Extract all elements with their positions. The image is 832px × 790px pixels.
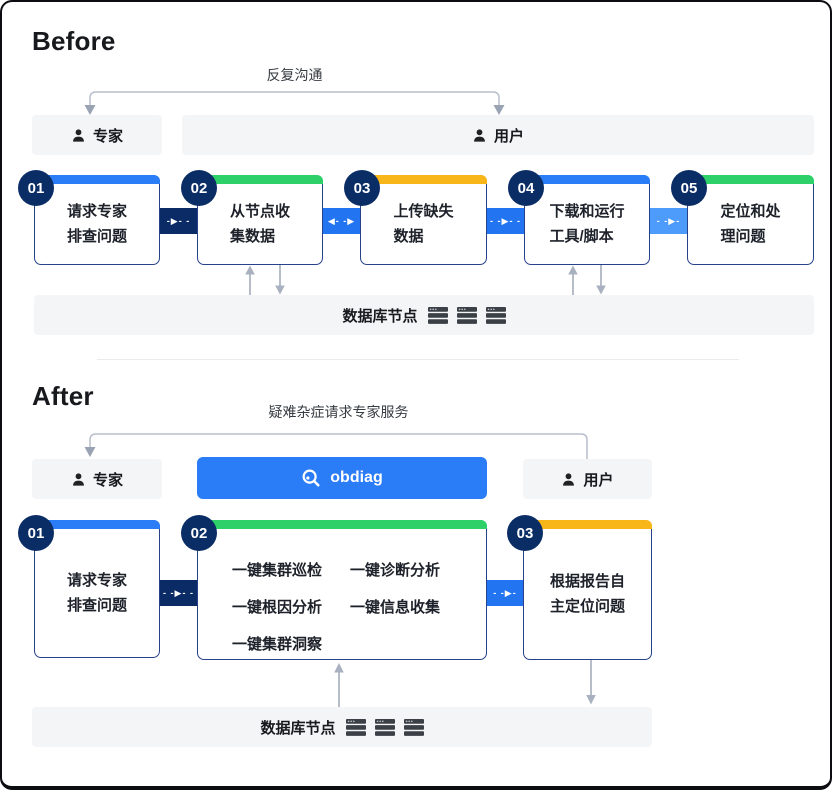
obdiag-label: obdiag: [330, 469, 383, 486]
card-accent-bar: [524, 175, 650, 184]
card-text-line: 定位和处: [720, 202, 781, 220]
card-accent-bar: [34, 520, 160, 529]
after-card-01: 01 请求专家 排查问题: [18, 515, 160, 658]
card-text-line: 数据: [393, 227, 424, 245]
before-card-04: 04 下载和运行 工具/脚本: [508, 170, 650, 265]
step-badge: 03: [344, 170, 380, 206]
flow-connector: - -▶-: [487, 580, 523, 606]
before-communication-arrow: [84, 91, 505, 115]
obdiag-button[interactable]: obdiag: [197, 457, 487, 499]
card-text-line: 排查问题: [66, 227, 127, 245]
server-rack-icon: [456, 306, 477, 324]
before-user-box: 用户: [182, 115, 814, 155]
flow-connector: - -▶- -: [160, 580, 197, 606]
after-communication-label: 疑难杂症请求专家服务: [268, 404, 409, 420]
feature-item: 一键诊断分析: [350, 562, 441, 579]
feature-item: 一键信息收集: [350, 599, 441, 616]
after-expert-label: 专家: [92, 471, 123, 489]
card-text-line: 集数据: [229, 227, 275, 245]
card-text-line: 工具/脚本: [549, 227, 614, 245]
card-text-line: 根据报告自: [549, 572, 625, 590]
before-communication-label: 反复沟通: [266, 67, 323, 83]
database-nodes-label: 数据库节点: [342, 307, 418, 325]
step-badge: 03: [507, 515, 543, 551]
feature-item: 一键集群巡检: [232, 562, 323, 579]
dashed-arrow-icon: - -▶-: [493, 587, 517, 598]
down-arrow-icon: [596, 265, 606, 295]
person-icon: [73, 472, 84, 486]
step-badge: 02: [181, 170, 217, 206]
feature-item: 一键集群洞察: [232, 636, 323, 653]
card-accent-bar: [197, 520, 487, 529]
before-card-03: 03 上传缺失 数据: [344, 170, 487, 265]
after-user-label: 用户: [583, 471, 614, 489]
before-card-01: 01 请求专家 排查问题: [18, 170, 160, 265]
database-nodes-label: 数据库节点: [260, 719, 336, 737]
card-accent-bar: [197, 175, 323, 184]
card-text-line: 从节点收: [229, 202, 290, 220]
before-card-05: 05 定位和处 理问题: [671, 170, 814, 265]
card-text-line: 请求专家: [66, 571, 127, 589]
server-rack-icon: [427, 306, 448, 324]
person-icon: [563, 472, 575, 486]
server-rack-icon: [485, 306, 506, 324]
step-badge: 01: [18, 515, 54, 551]
person-icon: [474, 128, 485, 142]
card-accent-bar: [34, 175, 160, 184]
after-user-box: 用户: [523, 459, 652, 499]
card-text-line: 上传缺失: [393, 202, 454, 220]
server-rack-icon: [403, 718, 424, 736]
down-arrow-icon: [586, 660, 596, 705]
step-badge: 02: [181, 515, 217, 551]
before-card-02: 02 从节点收 集数据: [181, 170, 323, 265]
before-database-bar: 数据库节点: [34, 295, 814, 335]
after-card-03: 03 根据报告自 主定位问题: [507, 515, 652, 660]
dashed-arrow-icon: - -▶-: [656, 215, 681, 226]
before-expert-label: 专家: [92, 127, 123, 145]
before-expert-box: 专家: [32, 115, 162, 155]
server-rack-icon: [345, 718, 366, 736]
step-badge: 05: [671, 170, 707, 206]
dashed-arrow-icon: -▶- -: [166, 215, 191, 226]
person-icon: [73, 128, 84, 142]
card-text-line: 下载和运行: [549, 202, 625, 220]
down-arrow-icon: [275, 265, 285, 295]
up-arrow-icon: [568, 265, 578, 295]
card-text-line: 请求专家: [66, 202, 127, 220]
after-communication-arrow: [84, 433, 588, 459]
dashed-arrow-icon: - -▶- -: [490, 215, 521, 226]
card-accent-bar: [523, 520, 652, 529]
after-title: After: [32, 381, 94, 411]
up-arrow-icon: [245, 265, 255, 295]
flow-connector: - -▶- -: [487, 208, 524, 234]
card-text-line: 理问题: [720, 227, 766, 245]
magnifier-icon: [302, 469, 320, 487]
flow-connector: ◀- -▶: [323, 208, 360, 234]
before-title: Before: [32, 26, 116, 56]
after-expert-box: 专家: [32, 459, 162, 499]
dashed-arrow-icon: - -▶- -: [163, 587, 194, 598]
flow-connector: -▶- -: [160, 208, 197, 234]
flow-connector: - -▶-: [650, 208, 687, 234]
dashed-arrow-icon: ◀- -▶: [327, 215, 356, 226]
card-accent-bar: [360, 175, 487, 184]
after-database-bar: 数据库节点: [32, 707, 652, 747]
feature-item: 一键根因分析: [232, 599, 323, 616]
before-user-label: 用户: [493, 127, 524, 145]
server-rack-icon: [374, 718, 395, 736]
up-arrow-icon: [334, 663, 344, 707]
section-divider: [97, 359, 739, 360]
step-badge: 01: [18, 170, 54, 206]
after-card-02-obdiag-features: 02 一键集群巡检 一键诊断分析 一键根因分析 一键信息收集 一键集群洞察: [181, 515, 487, 660]
card-text-line: 主定位问题: [549, 597, 625, 615]
card-accent-bar: [687, 175, 814, 184]
step-badge: 04: [508, 170, 544, 206]
card-text-line: 排查问题: [66, 596, 127, 614]
